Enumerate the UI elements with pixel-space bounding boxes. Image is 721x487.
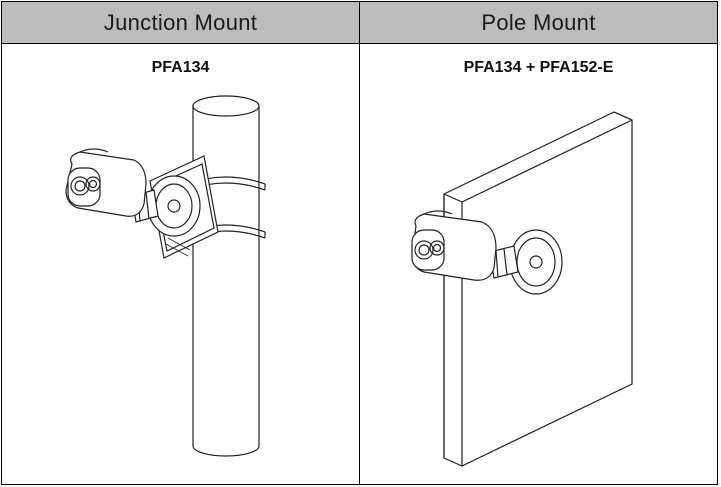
- model-label-left: PFA134: [151, 59, 210, 76]
- pole-mounted-camera-illustration: [22, 86, 342, 481]
- header-junction-mount: Junction Mount: [103, 9, 258, 35]
- model-label-right: PFA134 + PFA152-E: [463, 59, 614, 76]
- column-divider: [359, 2, 360, 484]
- wall-mounted-camera-illustration: [382, 86, 702, 481]
- header-pole-mount: Pole Mount: [481, 9, 596, 35]
